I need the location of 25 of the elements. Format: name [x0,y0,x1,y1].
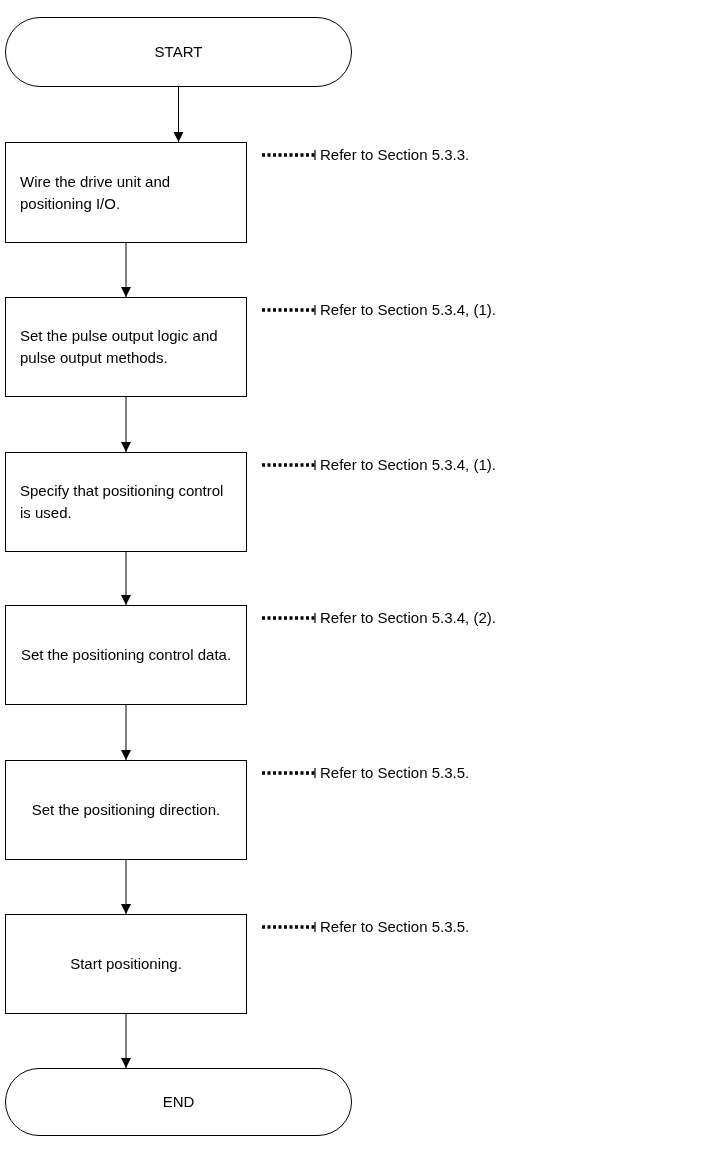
process-box: Set the positioning control data. [5,605,247,705]
process-box: Set the positioning direction. [5,760,247,860]
leader-line [262,304,316,316]
note-text: Refer to Section 5.3.5. [320,762,520,784]
process-box: Set the pulse output logic and pulse output methods. [5,297,247,397]
note-text: Refer to Section 5.3.5. [320,916,520,938]
process-box: Specify that positioning control is used. [5,452,247,552]
note-text: Refer to Section 5.3.4, (1). [320,454,530,476]
leader-line [262,767,316,779]
note-text: Refer to Section 5.3.4, (2). [320,607,530,629]
leader-line [262,459,316,471]
leader-line [262,921,316,933]
process-box: Start positioning. [5,914,247,1014]
leader-line [262,612,316,624]
process-box: Wire the drive unit and positioning I/O. [5,142,247,243]
arrow [121,859,131,915]
arrow [121,551,131,606]
arrow [121,1013,131,1069]
arrow [121,396,131,453]
arrow [121,242,131,298]
note-text: Refer to Section 5.3.3. [320,144,520,166]
note-text: Refer to Section 5.3.4, (1). [320,299,530,321]
arrow [173,86,184,143]
leader-line [262,149,316,161]
arrow [121,704,131,761]
